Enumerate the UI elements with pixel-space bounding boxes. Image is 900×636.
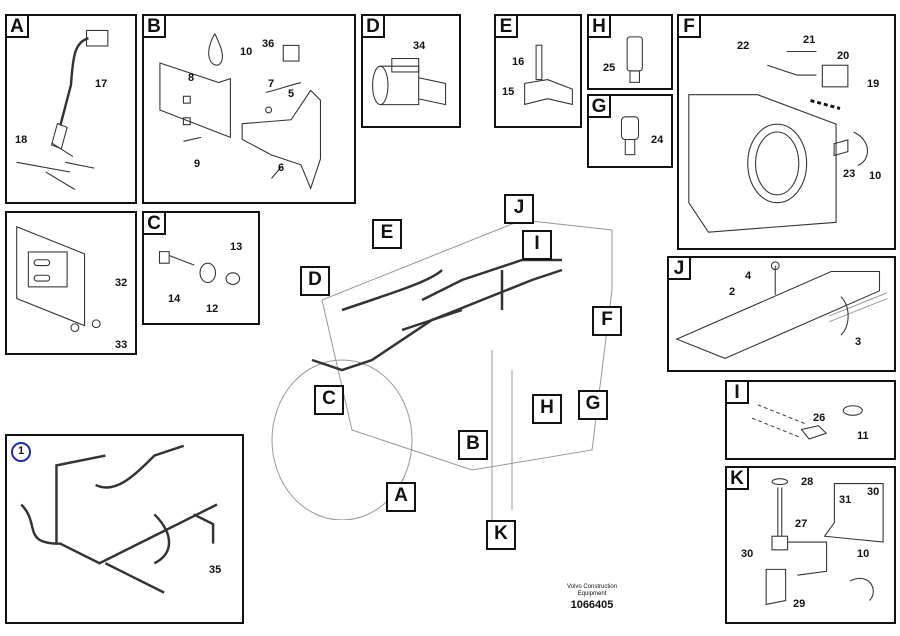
panel-d: D 34 bbox=[361, 14, 461, 128]
part-number: 12 bbox=[206, 303, 219, 315]
panel-a: A 17 18 bbox=[5, 14, 137, 204]
part-number: 32 bbox=[115, 277, 128, 289]
panel-j: J 4 2 3 bbox=[667, 256, 896, 372]
part-number: 2 bbox=[729, 286, 736, 298]
panel-label: H bbox=[587, 14, 611, 38]
part-number: 19 bbox=[867, 78, 880, 90]
panel-harness: 1 35 bbox=[5, 434, 244, 624]
panel-label: B bbox=[142, 14, 166, 38]
sensor-drawing bbox=[626, 36, 643, 83]
part-number: 10 bbox=[869, 170, 882, 182]
part-number: 10 bbox=[857, 548, 870, 560]
part-number: 11 bbox=[857, 430, 869, 442]
credit-line-1: Volvo Construction bbox=[566, 584, 618, 590]
callout-h[interactable]: H bbox=[532, 394, 562, 424]
part-number: 7 bbox=[268, 78, 275, 90]
part-number: 23 bbox=[843, 168, 856, 180]
part-number: 14 bbox=[168, 293, 181, 305]
part-number: 9 bbox=[194, 158, 201, 170]
temp-sensor-drawing bbox=[158, 251, 241, 285]
panel-label: E bbox=[494, 14, 518, 38]
part-number: 24 bbox=[651, 134, 664, 146]
callout-e[interactable]: E bbox=[372, 219, 402, 249]
switch-drawing bbox=[620, 116, 640, 156]
part-number: 15 bbox=[502, 86, 515, 98]
panel-f: F 22 21 20 19 23 10 bbox=[677, 14, 896, 250]
level-sensor-drawing bbox=[765, 478, 884, 606]
part-number: 3 bbox=[855, 336, 862, 348]
part-number: 17 bbox=[95, 78, 108, 90]
callout-b[interactable]: B bbox=[458, 430, 488, 460]
engine-overview: E J I D F C H G B A K bbox=[262, 190, 672, 550]
panel-c: C 13 14 12 bbox=[142, 211, 260, 325]
callout-i[interactable]: I bbox=[522, 230, 552, 260]
callout-g[interactable]: G bbox=[578, 390, 608, 420]
callout-c[interactable]: C bbox=[314, 385, 344, 415]
part-number: 29 bbox=[793, 598, 806, 610]
part-number: 10 bbox=[240, 46, 253, 58]
part-number: 6 bbox=[278, 162, 285, 174]
part-number: 22 bbox=[737, 40, 750, 52]
part-number: 30 bbox=[867, 486, 880, 498]
pressure-sensor-drawing bbox=[524, 44, 573, 106]
bracket-drawing bbox=[159, 33, 322, 190]
part-number: 26 bbox=[813, 412, 826, 424]
part-number: 33 bbox=[115, 339, 128, 351]
part-number: 28 bbox=[801, 476, 814, 488]
callout-f[interactable]: F bbox=[592, 306, 622, 336]
part-number: 4 bbox=[745, 270, 752, 282]
illustration-code: 1066405 bbox=[570, 599, 614, 611]
panel-ecu: 32 33 bbox=[5, 211, 137, 355]
callout-a[interactable]: A bbox=[386, 482, 416, 512]
part-number: 25 bbox=[603, 62, 616, 74]
part-number: 20 bbox=[837, 50, 850, 62]
engine-drawing bbox=[271, 219, 613, 520]
callout-k[interactable]: K bbox=[486, 520, 516, 550]
part-number: 34 bbox=[413, 40, 426, 52]
part-number: 13 bbox=[230, 241, 243, 253]
item-number-badge: 1 bbox=[11, 442, 31, 462]
panel-label: D bbox=[361, 14, 385, 38]
panel-k: K 28 27 31 30 30 10 29 bbox=[725, 466, 896, 624]
panel-g: G 24 bbox=[587, 94, 673, 168]
panel-label: I bbox=[725, 380, 749, 404]
panel-label: A bbox=[5, 14, 29, 38]
callout-d[interactable]: D bbox=[300, 266, 330, 296]
panel-label: F bbox=[677, 14, 701, 38]
panel-i: I 26 11 bbox=[725, 380, 896, 460]
panel-b: B 10 36 8 7 5 9 6 bbox=[142, 14, 356, 204]
panel-h: H 25 bbox=[587, 14, 673, 90]
heat-shield-drawing bbox=[675, 261, 888, 359]
panel-label: G bbox=[587, 94, 611, 118]
part-number: 31 bbox=[839, 494, 852, 506]
publisher-credit: Volvo Construction Equipment 1066405 bbox=[548, 584, 636, 612]
timing-cover-drawing bbox=[688, 50, 869, 233]
part-number: 18 bbox=[15, 134, 28, 146]
panel-label: C bbox=[142, 211, 166, 235]
part-number: 21 bbox=[803, 34, 816, 46]
clamp-drawing bbox=[751, 404, 863, 440]
part-number: 8 bbox=[188, 72, 195, 84]
part-number: 16 bbox=[512, 56, 525, 68]
part-number: 27 bbox=[795, 518, 808, 530]
callout-j[interactable]: J bbox=[504, 194, 534, 224]
panel-e: E 16 15 bbox=[494, 14, 582, 128]
credit-line-2: Equipment bbox=[577, 591, 607, 597]
sensor-cable-drawing bbox=[16, 29, 109, 190]
part-number: 36 bbox=[262, 38, 275, 50]
ecu-drawing bbox=[16, 225, 101, 333]
part-number: 30 bbox=[741, 548, 754, 560]
panel-label: J bbox=[667, 256, 691, 280]
wiring-harness-drawing bbox=[20, 444, 218, 594]
panel-label: K bbox=[725, 466, 749, 490]
part-number: 35 bbox=[209, 564, 222, 576]
solenoid-drawing bbox=[372, 57, 447, 106]
part-number: 5 bbox=[288, 88, 295, 100]
